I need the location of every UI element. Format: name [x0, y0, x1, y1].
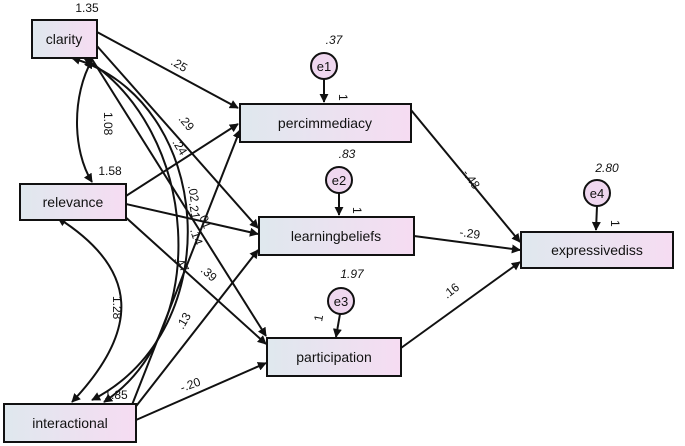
variance-e3: 1.97: [340, 267, 365, 281]
coef-relevance-learningbeliefs: .47: [171, 254, 192, 276]
path-clarity-learningbeliefs: [96, 45, 259, 229]
path-learningbeliefs-expressivediss: [413, 235, 521, 254]
node-learningbeliefs-label: learningbeliefs: [291, 228, 381, 244]
coef-relevance-percimmediacy: .01: [195, 210, 214, 231]
error-e3-label: e3: [334, 294, 348, 309]
covariance-clarity-interactional-a-label: .02: [185, 184, 202, 203]
covariance-clarity-relevance: [76, 59, 93, 183]
coef-interactional-percimmediacy: .14: [187, 227, 206, 248]
node-participation-label: participation: [296, 349, 372, 365]
error-e4: e4: [583, 179, 611, 207]
coef-learningbeliefs-expressivediss: -.29: [459, 225, 482, 242]
path-participation-expressivediss: [400, 261, 521, 349]
error-e1: e1: [310, 52, 338, 80]
path-e4-expressivediss: [591, 205, 601, 231]
node-relevance-label: relevance: [43, 194, 104, 210]
node-interactional: interactional: [3, 403, 137, 443]
variance-relevance: 1.58: [98, 164, 122, 178]
path-relevance-percimmediacy: [125, 123, 239, 197]
coef-percimmediacy-expressivediss: -.48: [460, 167, 484, 192]
covariance-clarity-interactional-a: [71, 55, 189, 401]
path-interactional-participation: [135, 362, 267, 421]
error-e4-label: e4: [590, 186, 604, 201]
path-interactional-percimmediacy: [129, 129, 242, 411]
covariance-clarity-relevance-label: 1.08: [101, 112, 115, 136]
loading-e2: 1: [350, 207, 364, 214]
error-e2-label: e2: [332, 173, 346, 188]
error-e2: e2: [325, 166, 353, 194]
node-learningbeliefs: learningbeliefs: [258, 216, 415, 256]
node-percimmediacy: percimmediacy: [239, 103, 412, 143]
path-clarity-participation: [89, 55, 267, 337]
path-clarity-percimmediacy: [96, 31, 239, 109]
error-e1-label: e1: [317, 59, 331, 74]
loading-e4: 1: [608, 220, 622, 227]
path-relevance-participation: [121, 213, 267, 345]
variance-e1: .37: [326, 33, 344, 47]
variance-interactional: 1.85: [104, 388, 128, 402]
path-relevance-learningbeliefs: [125, 203, 259, 237]
path-interactional-learningbeliefs: [129, 249, 259, 415]
coef-interactional-learningbeliefs: .13: [173, 310, 194, 332]
node-expressivediss: expressivediss: [520, 231, 674, 269]
node-expressivediss-label: expressivediss: [551, 242, 643, 258]
loading-e3: 1: [311, 313, 326, 322]
covariance-relevance-interactional-label: 1.28: [110, 296, 124, 320]
error-e3: e3: [327, 287, 355, 315]
path-percimmediacy-expressivediss: [410, 109, 521, 243]
node-interactional-label: interactional: [32, 415, 108, 431]
loading-e1: 1: [336, 94, 350, 101]
variance-e4: 2.80: [594, 161, 619, 175]
node-percimmediacy-label: percimmediacy: [278, 115, 372, 131]
coef-clarity-learningbeliefs: .29: [176, 112, 198, 134]
variance-e2: .83: [339, 147, 356, 161]
node-participation: participation: [266, 337, 402, 377]
covariance-clarity-interactional-b-label: .21: [186, 201, 203, 220]
path-e3-participation: [332, 313, 342, 338]
covariance-clarity-interactional-b: [83, 57, 180, 403]
node-clarity-label: clarity: [46, 31, 83, 47]
coef-participation-expressivediss: .16: [440, 280, 462, 302]
variance-clarity: 1.35: [75, 1, 99, 15]
node-clarity: clarity: [31, 19, 98, 59]
node-relevance: relevance: [19, 183, 127, 221]
coef-relevance-participation: .39: [198, 263, 220, 285]
coef-interactional-participation: -.20: [178, 374, 203, 394]
